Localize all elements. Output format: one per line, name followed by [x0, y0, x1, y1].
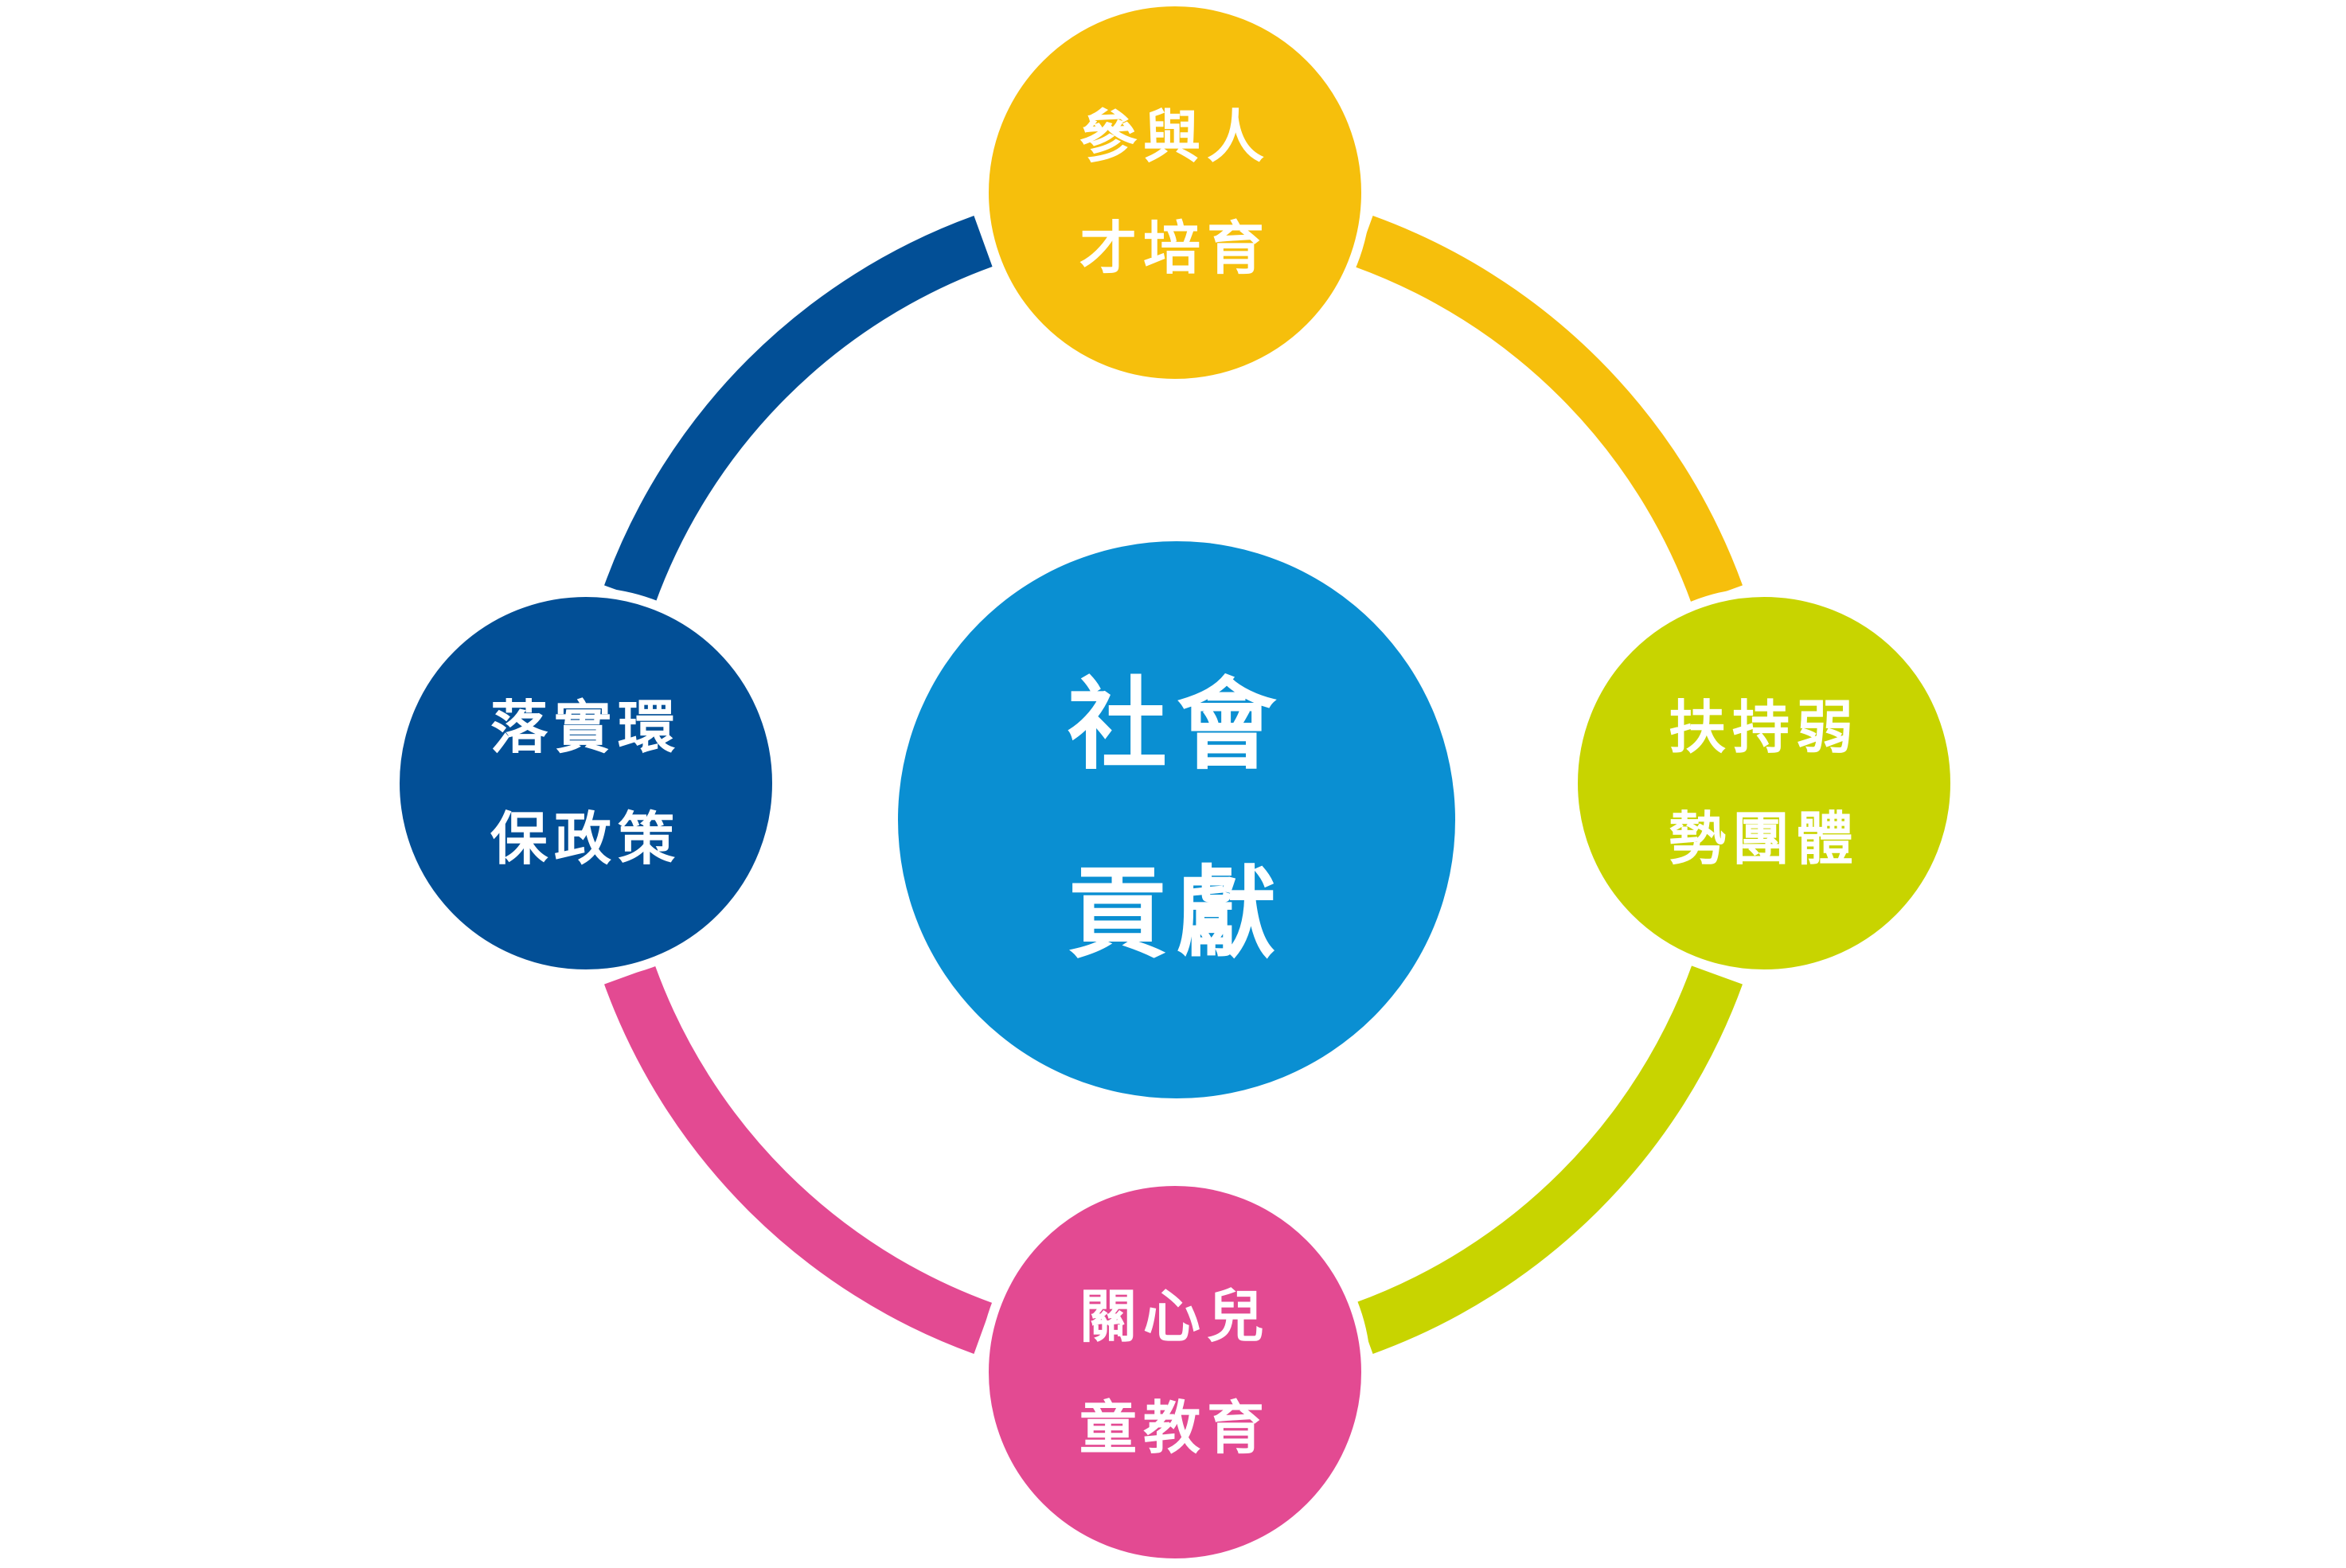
environment-label-line2: 保政策	[490, 805, 681, 872]
node-environmental-policy: 落實環 保政策	[390, 587, 782, 979]
disadvantaged-label-line1: 扶持弱	[1668, 693, 1860, 761]
disadvantaged-label-line2: 勢團體	[1668, 805, 1860, 872]
arc-talent-to-disadvantaged	[1354, 216, 1743, 604]
center-node-social-contribution: 社會 貢獻	[898, 541, 1455, 1098]
talent-label-line1: 參與人	[1079, 103, 1271, 170]
children-label-line1: 關心兒	[1079, 1282, 1271, 1350]
center-label-line1: 社會	[1068, 667, 1286, 783]
node-children-education: 關心兒 童教育	[979, 1176, 1371, 1568]
talent-label-line2: 才培育	[1079, 215, 1271, 282]
arc-environment-to-talent	[604, 216, 993, 604]
children-label-line2: 童教育	[1079, 1394, 1271, 1461]
node-talent-cultivation: 參與人 才培育	[979, 0, 1371, 388]
arc-disadvantaged-to-children	[1354, 965, 1743, 1354]
arc-children-to-environment	[604, 965, 993, 1354]
center-label-line2: 貢獻	[1068, 856, 1286, 972]
node-support-disadvantaged: 扶持弱 勢團體	[1568, 587, 1960, 979]
environment-label-line1: 落實環	[490, 693, 681, 761]
